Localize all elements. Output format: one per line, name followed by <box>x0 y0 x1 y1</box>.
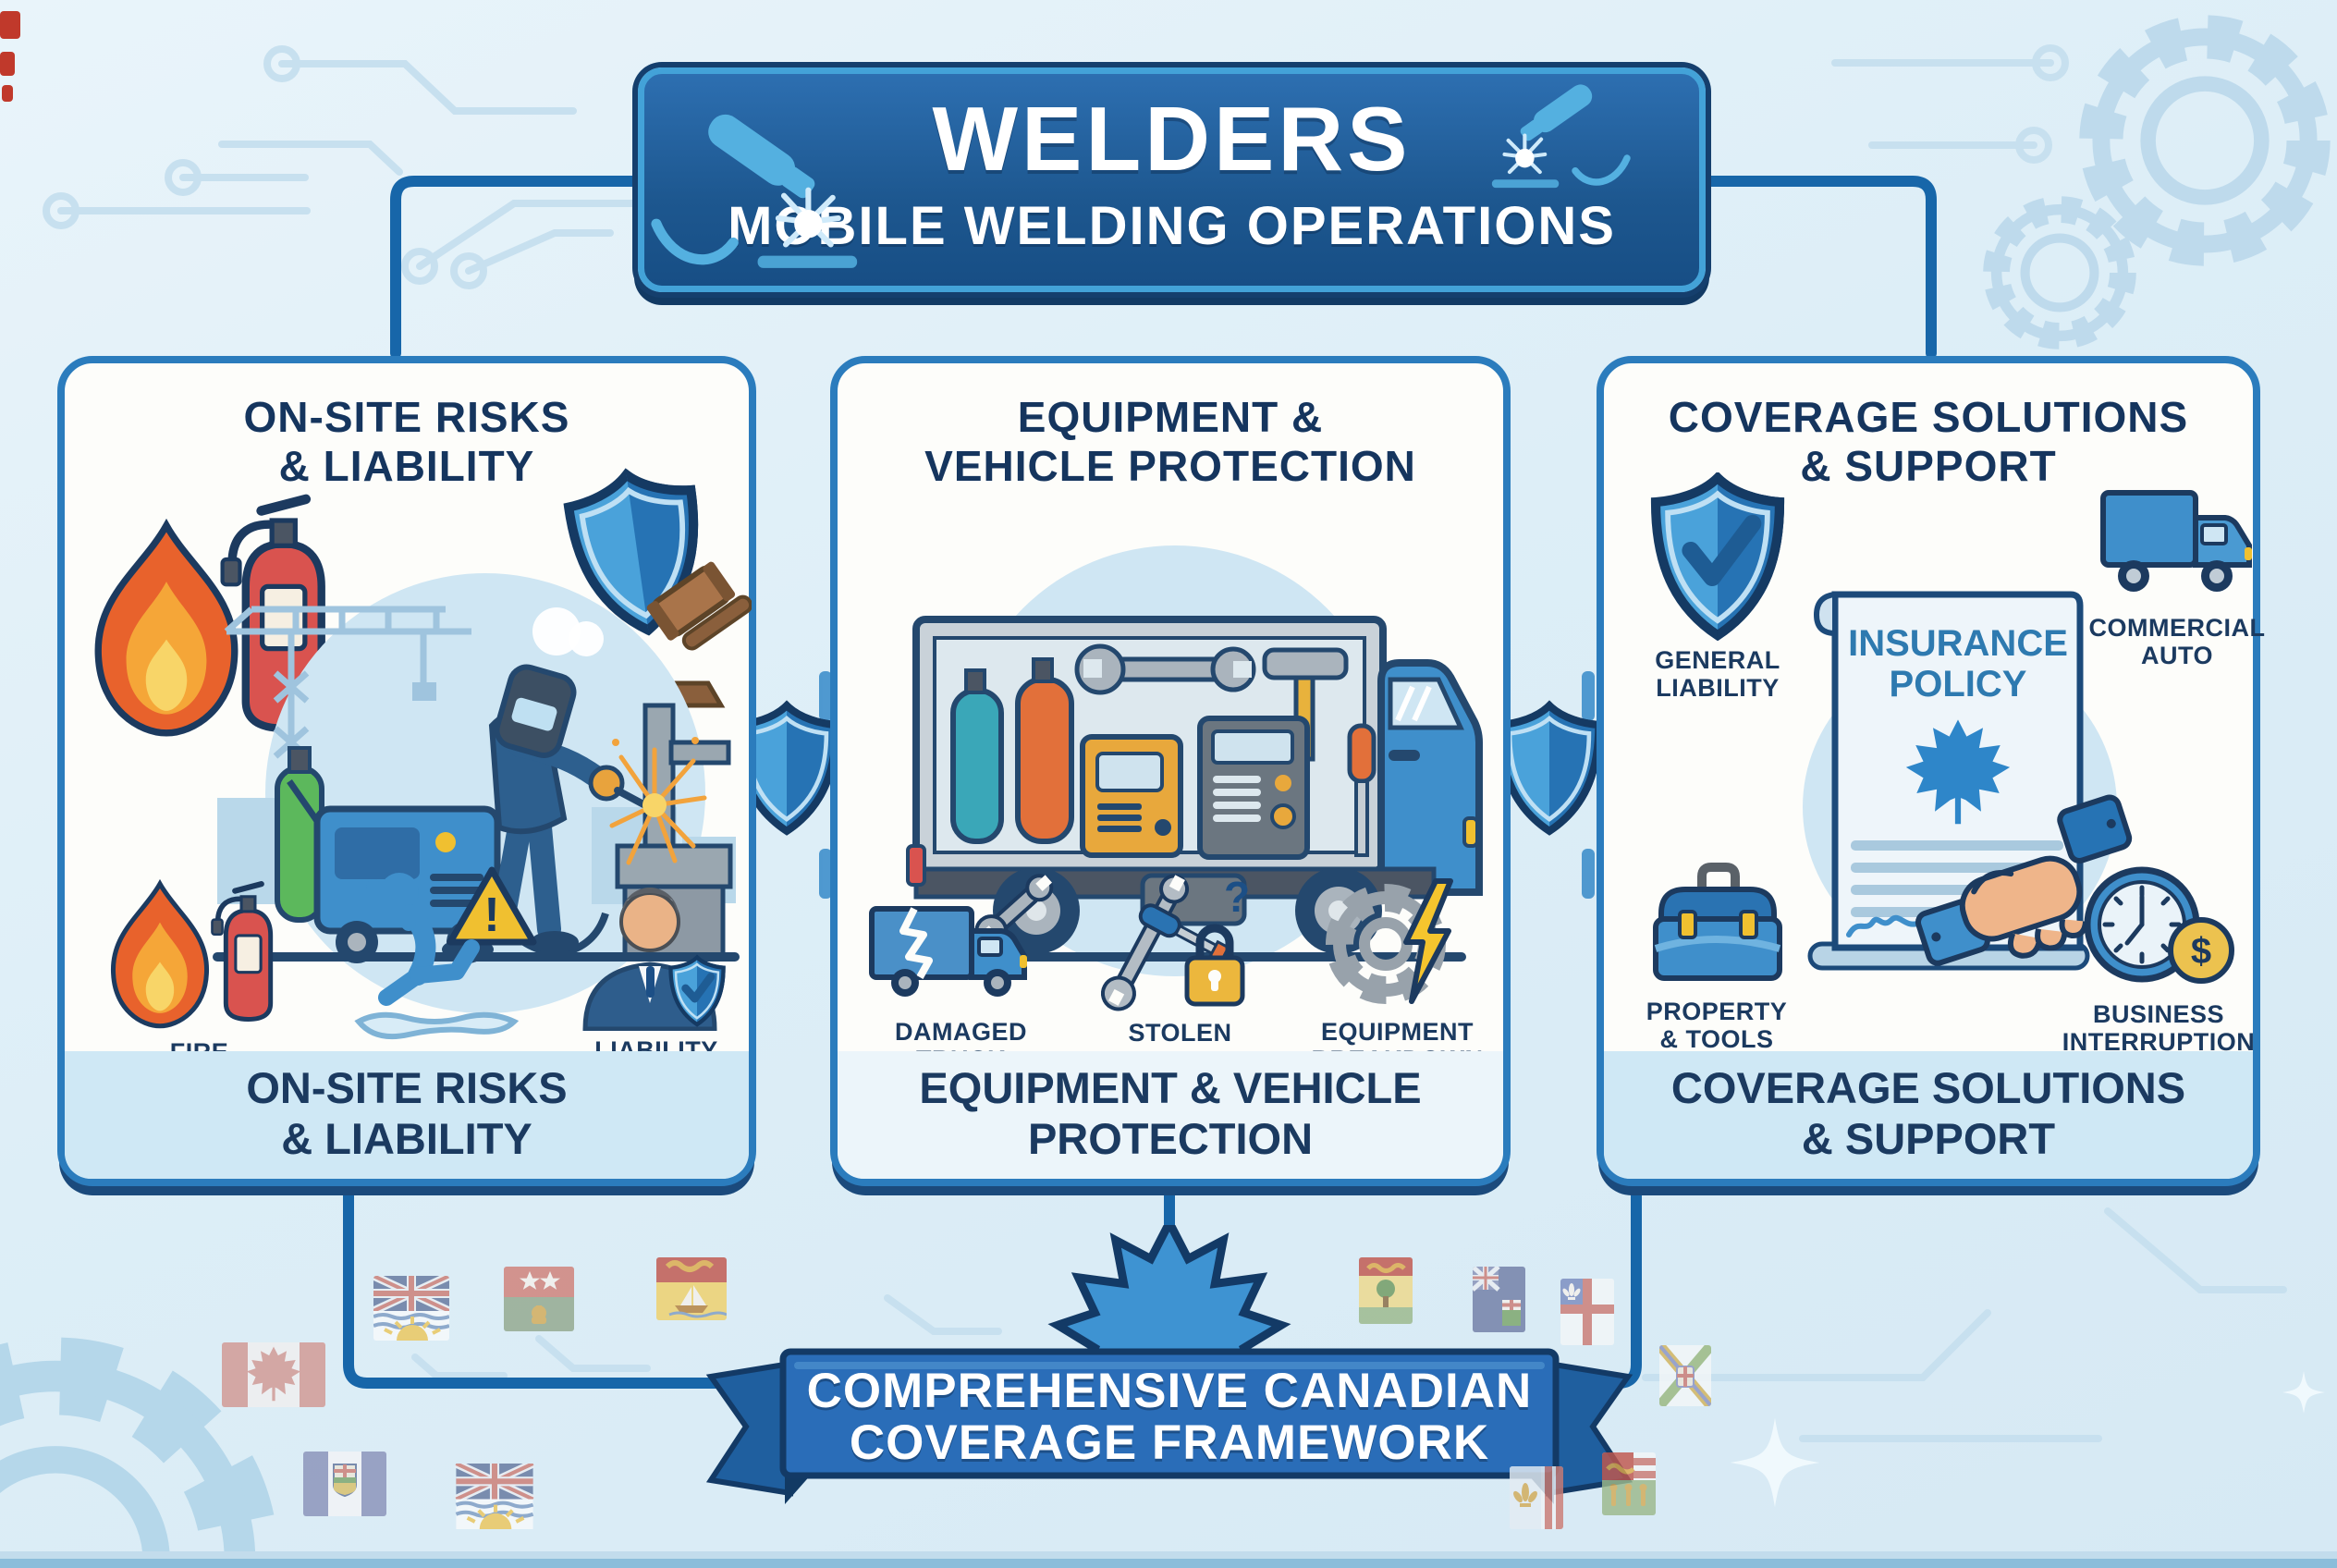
shield-icon <box>1496 686 1603 851</box>
fleur-stripes-flag <box>1510 1466 1563 1529</box>
welding-torch-icon <box>645 85 860 277</box>
equipment-breakdown-icon <box>1325 878 1453 1004</box>
panel-onsite-risks: ON-SITE RISKS & LIABILITY <box>57 356 756 1186</box>
businessman-shield-icon <box>582 888 744 1031</box>
commercial-truck-icon <box>2100 490 2252 592</box>
fleur-cross-flag <box>1560 1279 1614 1345</box>
general-liability-item: GENERAL LIABILITY <box>1639 472 1796 702</box>
handshake-icon <box>1915 794 2133 966</box>
sparkle-icon <box>2282 1371 2325 1414</box>
welding-torch-icon <box>1490 65 1634 194</box>
lion-quarters-flag <box>1602 1452 1656 1515</box>
svg-text:!: ! <box>483 888 499 942</box>
panel-coverage-header: COVERAGE SOLUTIONS & SUPPORT <box>1668 393 2189 491</box>
sparkle-icon <box>1730 1417 1820 1508</box>
svg-text:?: ? <box>1223 873 1249 921</box>
banner-line1: COMPREHENSIVE CANADIAN <box>806 1364 1533 1418</box>
alberta-flag <box>303 1452 386 1516</box>
panel-onsite-header-line1: ON-SITE RISKS <box>243 393 570 441</box>
business-interruption-item: $ BUSINESS INTERRUPTION <box>2062 858 2256 1056</box>
toolbox-icon <box>1652 863 1782 981</box>
panel-onsite-footer: ON-SITE RISKS & LIABILITY <box>65 1051 749 1179</box>
panel-coverage-solutions: COVERAGE SOLUTIONS & SUPPORT GENERAL LIA… <box>1597 356 2265 1186</box>
banner-line2: COVERAGE FRAMEWORK <box>849 1415 1490 1470</box>
title-line2: MOBILE WELDING OPERATIONS <box>728 196 1616 256</box>
british-columbia-flag <box>373 1276 449 1341</box>
damaged-truck-item: DAMAGED TRUCK <box>862 874 1060 1073</box>
property-tools-item: PROPERTY & TOOLS <box>1633 858 1800 1053</box>
lightning-bolt-icon <box>1402 878 1453 1004</box>
equipment-breakdown-item: EQUIPMENT BREAKDOWN <box>1298 872 1497 1073</box>
title-line1: WELDERS <box>932 88 1412 190</box>
wrench-icon <box>1074 643 1256 695</box>
screwdriver-icon <box>1347 723 1377 857</box>
svg-text:POLICY: POLICY <box>1890 664 2027 704</box>
truck-scene-illustration <box>888 545 1483 976</box>
clock-dollar-icon: $ <box>2084 866 2234 984</box>
slip-hazard-item: ! <box>338 863 542 1047</box>
fire-icon <box>102 874 298 1033</box>
manitoba-ensign-flag <box>1473 1267 1525 1332</box>
panel-coverage-footer: COVERAGE SOLUTIONS & SUPPORT <box>1604 1051 2253 1179</box>
saltire-shield-flag <box>1659 1345 1711 1406</box>
svg-text:INSURANCE: INSURANCE <box>1848 623 2068 664</box>
panel-onsite-header-line2: & LIABILITY <box>278 442 535 491</box>
red-edge-marks <box>0 11 20 102</box>
liability-item: LIABILITY <box>564 874 749 1064</box>
slipping-person-icon: ! <box>354 866 537 1040</box>
new-brunswick-flag <box>656 1257 727 1320</box>
damaged-truck-icon <box>869 874 1054 997</box>
panel-equipment-vehicle: EQUIPMENT & VEHICLE PROTECTION <box>830 356 1511 1186</box>
stolen-tools-item: ? STOLEN TOOLS <box>1095 867 1266 1074</box>
commercial-auto-item: COMMERCIAL AUTO <box>2089 479 2265 669</box>
panel-equipment-header: EQUIPMENT & VEHICLE PROTECTION <box>924 393 1416 491</box>
prince-edward-island-flag <box>1359 1257 1413 1324</box>
bottom-ribbon-banner <box>705 1225 1633 1504</box>
two-stars-flag <box>504 1267 574 1331</box>
title-banner: WELDERS MOBILE WELDING OPERATIONS <box>638 67 1706 292</box>
signature <box>1846 914 1920 937</box>
british-columbia-flag <box>454 1464 535 1529</box>
svg-text:$: $ <box>2191 931 2211 972</box>
panel-onsite-header: ON-SITE RISKS & LIABILITY <box>65 393 749 492</box>
stolen-tools-icon: ? <box>1100 873 1250 1011</box>
fire-item: FIRE <box>91 874 308 1066</box>
padlock-icon <box>1184 924 1244 1007</box>
canada-flag <box>222 1342 325 1407</box>
panel-equipment-footer: EQUIPMENT & VEHICLE PROTECTION <box>838 1051 1503 1179</box>
shield-check-icon <box>1649 472 1786 641</box>
